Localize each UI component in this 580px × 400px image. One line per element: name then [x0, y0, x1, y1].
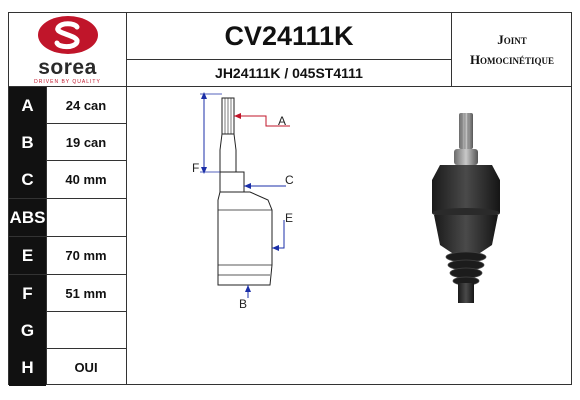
spec-row-h: H OUI	[9, 349, 126, 386]
label-f: F	[192, 161, 199, 175]
divider	[8, 348, 126, 349]
divider	[8, 236, 126, 237]
spec-label: A	[9, 87, 46, 124]
label-b: B	[239, 297, 247, 310]
spec-value: OUI	[74, 360, 98, 375]
spec-label: H	[9, 349, 46, 386]
spec-value: 70 mm	[65, 248, 107, 263]
spec-label: C	[9, 161, 46, 198]
divider	[8, 311, 126, 312]
spec-label: G	[9, 312, 46, 349]
label-c: C	[285, 173, 294, 187]
spec-row-abs: ABS	[9, 199, 126, 236]
spec-value: 19 can	[65, 135, 107, 150]
divider	[126, 59, 451, 60]
divider	[8, 274, 126, 275]
label-e: E	[285, 211, 293, 225]
spec-row-b: B 19 can	[9, 124, 126, 161]
category-line-1: Joint	[497, 31, 527, 47]
spec-label: ABS	[9, 199, 46, 236]
spec-value	[46, 199, 126, 236]
brand-tagline: DRIVEN BY QUALITY	[34, 78, 101, 85]
spec-value: 40 mm	[65, 172, 107, 187]
spec-row-c: C 40 mm	[9, 161, 126, 198]
divider	[451, 12, 452, 86]
brand-name: sorea	[38, 55, 97, 79]
divider	[46, 86, 47, 385]
spec-label: E	[9, 237, 46, 274]
spec-label: B	[9, 124, 46, 161]
cv-joint-diagram: F A C E B	[192, 92, 294, 310]
spec-row-g: G	[9, 312, 126, 349]
cv-joint-photo	[432, 113, 500, 303]
spec-value	[46, 312, 126, 349]
spec-value: 24 can	[65, 98, 107, 113]
category-line-2: Homocinétique	[469, 51, 555, 67]
alt-references: JH24111K / 045ST4111	[215, 65, 363, 81]
spec-row-e: E 70 mm	[9, 237, 126, 274]
divider	[8, 123, 126, 124]
divider	[8, 198, 126, 199]
divider	[8, 160, 126, 161]
spec-label: F	[9, 275, 46, 312]
label-a: A	[278, 114, 286, 128]
sorea-emblem-icon	[37, 15, 98, 54]
divider	[126, 12, 127, 385]
spec-row-a: A 24 can	[9, 87, 126, 124]
spec-value: 51 mm	[65, 286, 107, 301]
part-reference: CV24111K	[224, 20, 354, 51]
spec-row-f: F 51 mm	[9, 275, 126, 312]
part-category: Joint Homocinétique	[452, 13, 572, 86]
divider	[8, 86, 572, 87]
brand-logo: sorea DRIVEN BY QUALITY	[9, 13, 126, 86]
